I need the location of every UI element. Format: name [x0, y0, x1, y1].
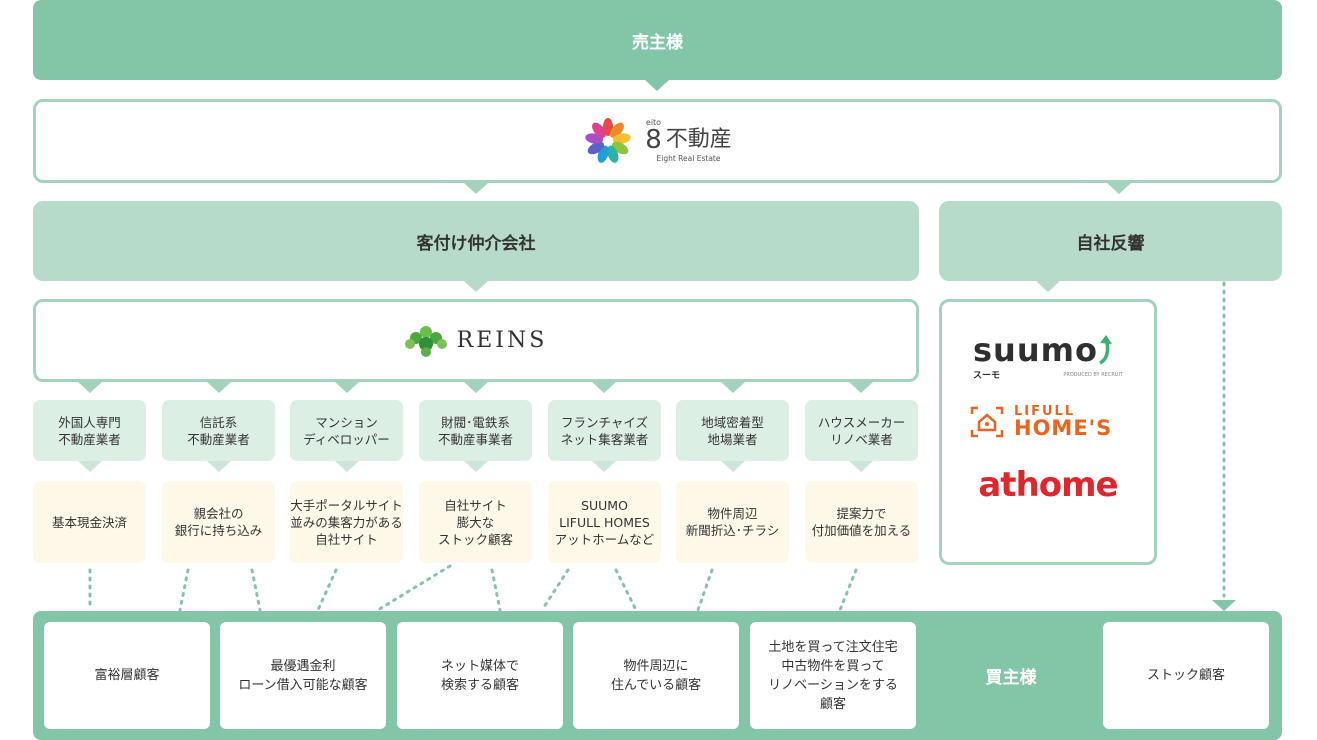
- company-flower-logo-icon: [585, 118, 631, 163]
- tactic-proposal: 提案力で 付加価値を加える: [805, 481, 918, 563]
- category-trust: 信託系 不動産業者: [162, 400, 275, 461]
- tactic-stock: 自社サイト 膨大な ストック顧客: [419, 481, 532, 563]
- suumo-wordmark: suumo: [973, 331, 1098, 369]
- arrow-down-icon: [335, 461, 359, 472]
- arrow-down-icon: [849, 461, 873, 472]
- arrow-down-icon: [1036, 281, 1060, 292]
- buyer-segment-custom-build: 土地を買って注文住宅 中古物件を買って リノベーションをする 顧客: [750, 622, 916, 729]
- category-foreign: 外国人専門 不動産業者: [33, 400, 146, 461]
- category-zaibatsu: 財閥･電鉄系 不動産事業者: [419, 400, 532, 461]
- reins-logo-icon: [404, 325, 447, 357]
- suumo-arrow-icon: [1098, 335, 1112, 365]
- arrow-down-icon: [207, 382, 231, 393]
- arrow-down-icon: [592, 382, 616, 393]
- company-name: 不動産: [665, 127, 732, 153]
- buyer-segment-preferred-rate: 最優遇金利 ローン借入可能な顧客: [220, 622, 386, 729]
- buyer-segment-net-search: ネット媒体で 検索する顧客: [397, 622, 563, 729]
- buyer-segment-stock: ストック顧客: [1103, 622, 1269, 729]
- lifull-line1: LIFULL: [1014, 404, 1076, 419]
- athome-wordmark-left: at: [978, 465, 1016, 505]
- tactic-own-site: 大手ポータルサイト 並みの集客力がある 自社サイト: [290, 481, 403, 563]
- arrow-down-icon: [721, 461, 745, 472]
- tactic-cash: 基本現金決済: [33, 481, 146, 563]
- buyers-label: 買主様: [985, 668, 1037, 688]
- athome-wordmark-right: home: [1015, 465, 1119, 505]
- arrow-down-icon: [78, 382, 102, 393]
- arrow-down-icon: [645, 80, 669, 91]
- seller-label: 売主様: [632, 32, 683, 53]
- arrow-down-icon: [721, 382, 745, 393]
- suumo-tagline: PRODUCED BY RECRUIT: [1063, 371, 1123, 378]
- reins-label: REINS: [456, 328, 548, 353]
- lifull-homes-logo: LIFULL HOME'S: [970, 405, 1126, 439]
- category-franchise: フランチャイズ ネット集客業者: [548, 400, 661, 461]
- portals-box: suumo スーモ PRODUCED BY RECRUIT LIFULL HOM…: [939, 299, 1157, 565]
- arrow-down-icon: [335, 382, 359, 393]
- brokers-banner: 客付け仲介会社: [33, 201, 919, 281]
- lifull-line2: HOME'S: [1014, 416, 1113, 440]
- arrow-down-icon: [1107, 183, 1131, 194]
- own-response-banner: 自社反響: [939, 201, 1282, 281]
- buyer-segment-nearby-residents: 物件周辺に 住んでいる顧客: [573, 622, 739, 729]
- buyer-segment-wealthy: 富裕層顧客: [44, 622, 210, 729]
- arrow-down-icon: [464, 183, 488, 194]
- own-response-label: 自社反響: [1076, 233, 1145, 254]
- suumo-kana: スーモ: [973, 371, 1001, 381]
- arrow-down-icon: [849, 382, 873, 393]
- arrow-down-icon: [592, 461, 616, 472]
- arrow-down-icon: [207, 461, 231, 472]
- company-logo-box: eito 8 不動産 Eight Real Estate: [33, 99, 1282, 183]
- arrow-down-icon: [464, 461, 488, 472]
- category-housemaker: ハウスメーカー リノベ業者: [805, 400, 918, 461]
- tactic-portals: SUUMO LIFULL HOMES アットホームなど: [548, 481, 661, 563]
- tactic-bank: 親会社の 銀行に持ち込み: [162, 481, 275, 563]
- seller-banner: 売主様: [33, 0, 1282, 80]
- company-english-name: Eight Real Estate: [656, 154, 721, 164]
- house-icon: [970, 406, 1004, 438]
- tactic-flyers: 物件周辺 新聞折込･チラシ: [676, 481, 789, 563]
- brokers-label: 客付け仲介会社: [416, 233, 536, 254]
- suumo-logo: suumo スーモ PRODUCED BY RECRUIT: [973, 332, 1123, 381]
- arrow-down-icon: [464, 281, 488, 292]
- category-local: 地域密着型 地場業者: [676, 400, 789, 461]
- reins-box: REINS: [33, 299, 919, 382]
- company-ruby: eito: [645, 118, 662, 128]
- athome-logo: at home: [970, 465, 1126, 505]
- category-mansion: マンション ディベロッパー: [290, 400, 403, 461]
- company-numeral: 8: [645, 125, 662, 156]
- arrow-down-icon: [78, 461, 102, 472]
- buyers-label-wrap: 買主様: [930, 611, 1092, 740]
- arrow-down-icon: [464, 382, 488, 393]
